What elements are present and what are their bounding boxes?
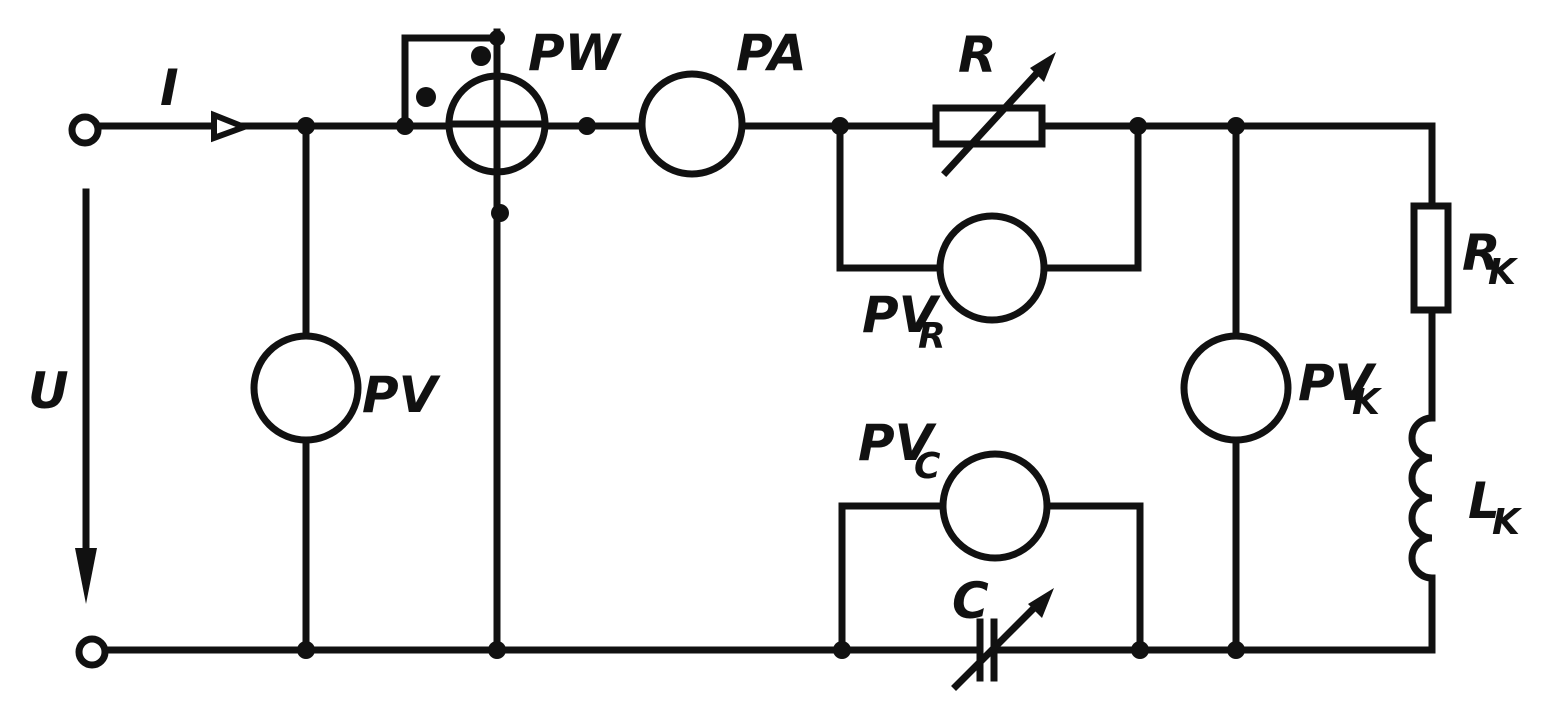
ammeter-label: PA: [736, 24, 807, 82]
voltmeter-pvr-label: PV: [862, 286, 941, 344]
voltmeter-pvc-subscript: C: [914, 446, 941, 487]
wattmeter-pw: [401, 28, 549, 654]
junction-dots: [297, 30, 1245, 659]
terminal-bottom: [75, 635, 109, 669]
wattmeter-polarity-dot-current: [416, 87, 436, 107]
capacitor-label: C: [952, 572, 989, 630]
terminal-top: [68, 113, 102, 147]
wattmeter-polarity-dot-voltage: [471, 46, 491, 66]
variable-resistor-r: [932, 52, 1056, 177]
variable-capacitor-c: [951, 588, 1054, 691]
voltmeter-pvk-label: PV: [1298, 354, 1377, 412]
voltmeter-pvk-subscript: K: [1352, 382, 1383, 423]
voltage-label: U: [28, 362, 69, 420]
current-arrow-icon: [211, 110, 253, 143]
ammeter-pa: [638, 70, 746, 178]
current-label: I: [160, 59, 179, 117]
voltmeter-pvc: [939, 450, 1051, 562]
voltmeter-pvr: [936, 212, 1048, 324]
voltmeter-pvc-label: PV: [858, 414, 937, 472]
voltage-arrow-icon: [75, 188, 97, 604]
resistor-label: R: [958, 26, 997, 84]
coil-inductance-subscript: K: [1492, 502, 1523, 543]
coil-resistance-subscript: K: [1488, 252, 1519, 293]
voltmeter-pvk: [1180, 332, 1292, 444]
voltmeter-pv-label: PV: [362, 366, 441, 424]
voltmeter-pv: [250, 332, 362, 444]
coil-inductance-label: L: [1468, 472, 1500, 530]
voltmeter-pvc-branch: [838, 502, 1144, 654]
wattmeter-label: PW: [528, 24, 623, 82]
coil-branch: [1408, 122, 1452, 654]
coil-resistance-label: R: [1462, 224, 1501, 282]
voltmeter-pvr-subscript: R: [918, 316, 946, 357]
voltmeter-pvr-branch: [836, 122, 1142, 272]
